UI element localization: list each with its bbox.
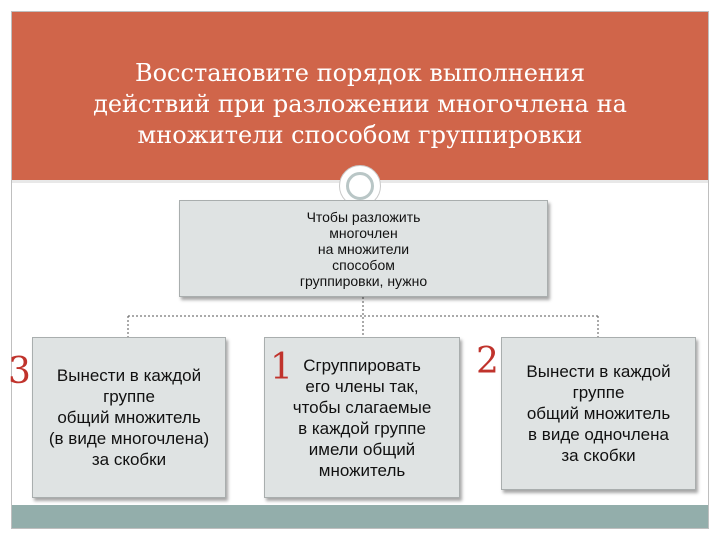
step-line: группе <box>572 383 625 402</box>
title-band <box>12 12 708 180</box>
intro-line: на множители <box>317 240 410 257</box>
step-line: имели общий <box>308 439 416 459</box>
slide-title: Восстановите порядок выполнения действий… <box>40 58 680 151</box>
step-number-right: 2 <box>476 341 499 382</box>
title-ring-inner <box>346 172 374 200</box>
step-line: в каждой группе <box>298 418 426 438</box>
step-line: общий множитель <box>526 404 671 423</box>
intro-box: Чтобы разложить многочлен на множители с… <box>179 200 548 297</box>
intro-line: Чтобы разложить <box>306 208 421 225</box>
step-line: за скобки <box>561 446 636 465</box>
step-box-middle: Сгруппировать его члены так, чтобы слага… <box>264 337 460 498</box>
intro-line: многочлен <box>329 224 398 241</box>
step-line: Вынести в каждой <box>56 366 202 385</box>
step-box-left: Вынести в каждой группе общий множитель … <box>32 337 226 498</box>
step-line: общий множитель <box>57 408 201 427</box>
step-line: группе <box>103 387 155 406</box>
footer-band <box>12 505 708 528</box>
title-line: Восстановите порядок выполнения <box>134 59 586 87</box>
step-line: Вынести в каждой <box>526 362 671 381</box>
step-line: (в виде многочлена) <box>48 429 210 448</box>
step-line: в виде одночлена <box>528 425 669 444</box>
step-number-middle: 1 <box>270 347 293 388</box>
step-number-left: 3 <box>8 351 31 392</box>
step-box-right: Вынести в каждой группе общий множитель … <box>501 337 696 490</box>
step-line: Сгруппировать <box>303 355 421 375</box>
title-line: множители способом группировки <box>137 121 583 149</box>
intro-line: способом <box>332 256 395 273</box>
step-line: множитель <box>318 460 406 480</box>
step-line: за скобки <box>91 450 167 469</box>
title-line: действий при разложении многочлена на <box>93 90 627 118</box>
step-line: его члены так, <box>305 376 419 396</box>
step-line: чтобы слагаемые <box>292 397 432 417</box>
intro-line: группировки, нужно <box>299 272 428 289</box>
